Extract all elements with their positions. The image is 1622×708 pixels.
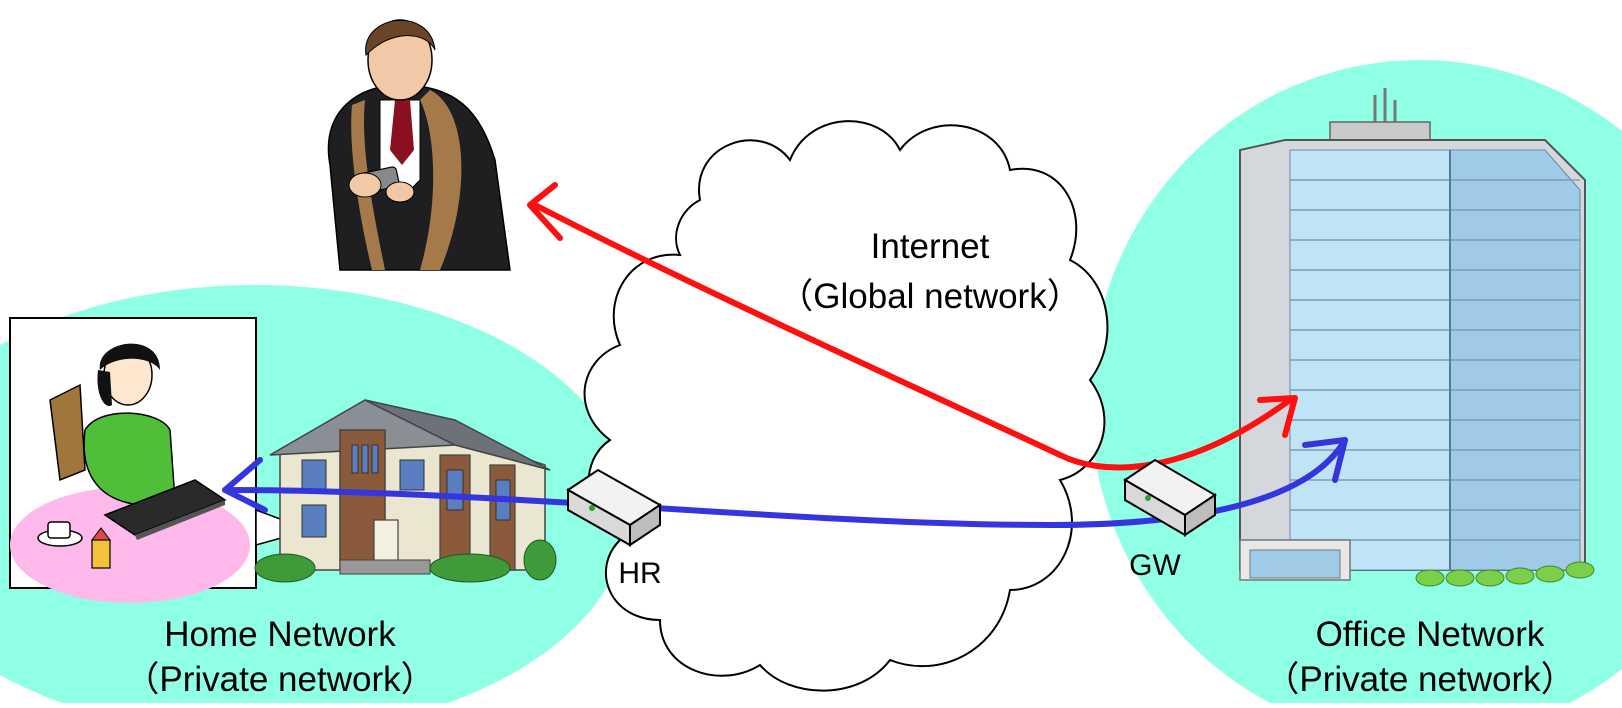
internet-cloud-icon — [583, 120, 1109, 692]
home-worker-icon — [9, 317, 313, 603]
red-connection-path — [527, 182, 1298, 471]
internet-title: Internet — [870, 227, 990, 266]
home-router-label: HR — [618, 557, 662, 590]
mobile-user-icon — [327, 19, 511, 271]
internet-subtitle: （Global network） — [778, 277, 1082, 316]
router-icon — [566, 468, 662, 547]
home-network-title: Home Network — [164, 615, 396, 654]
office-network-subtitle: （Private network） — [1264, 660, 1576, 699]
home-network-subtitle: （Private network） — [124, 660, 436, 699]
router-icon — [1123, 458, 1217, 537]
house-icon — [254, 399, 557, 583]
gateway-label: GW — [1129, 549, 1181, 582]
office-building-icon — [1239, 88, 1595, 587]
blue-connection-path — [222, 437, 1348, 529]
office-network-title: Office Network — [1315, 615, 1545, 654]
